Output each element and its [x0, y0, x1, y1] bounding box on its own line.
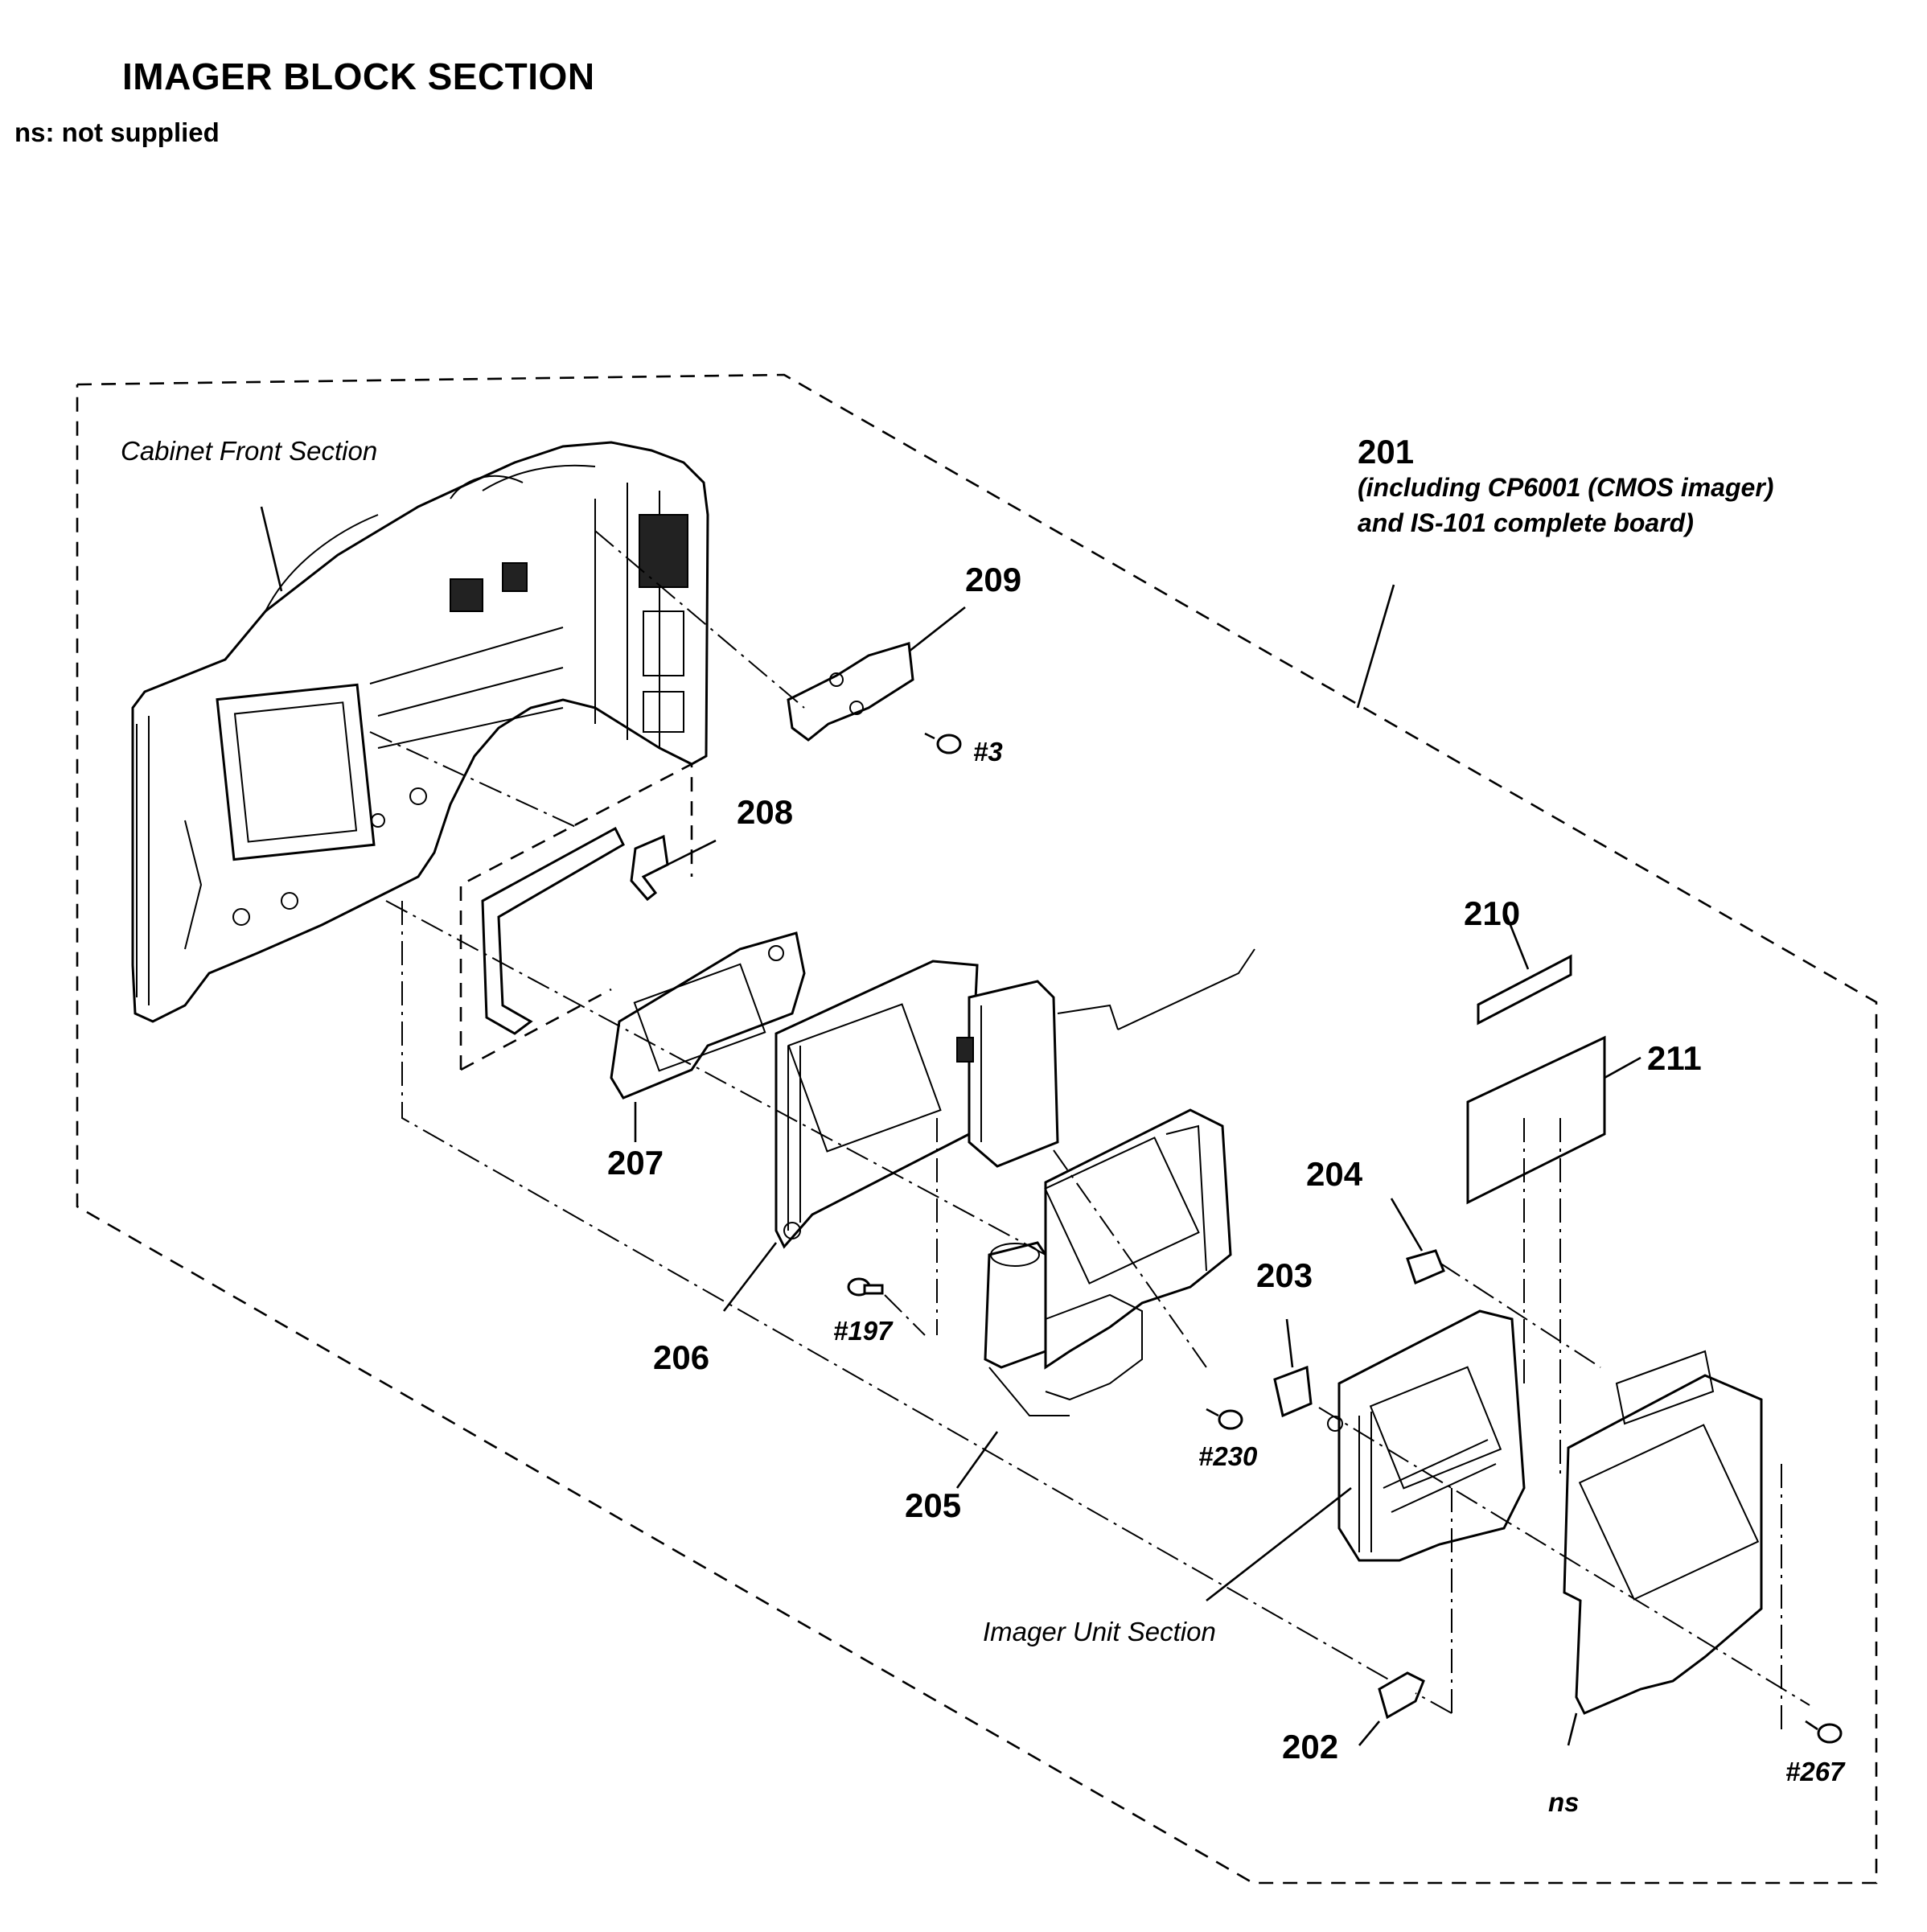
label-203: 203 [1256, 1256, 1313, 1294]
imager-unit-section-label: Imager Unit Section [983, 1617, 1216, 1646]
label-201: 201 [1358, 433, 1415, 471]
assembly-201-boundary [76, 373, 1878, 1885]
note-201-line2: and IS-101 complete board) [1358, 508, 1694, 537]
label-204: 204 [1306, 1155, 1363, 1193]
label-screw-267: #267 [1785, 1757, 1845, 1786]
part-203-small-board [1273, 1365, 1313, 1418]
label-screw-230: #230 [1198, 1441, 1258, 1471]
label-202: 202 [1282, 1728, 1339, 1766]
part-206-frame [774, 960, 979, 1249]
part-208-gasket [481, 826, 625, 1035]
part-205-actuator [956, 948, 1255, 1416]
part-207-plate [610, 931, 806, 1100]
screw-230 [1206, 1408, 1243, 1430]
label-208: 208 [737, 793, 794, 831]
cabinet-front-section-label: Cabinet Front Section [121, 436, 378, 466]
label-211: 211 [1647, 1039, 1702, 1077]
label-205: 205 [905, 1486, 962, 1524]
screw-3 [924, 732, 962, 754]
part-211-plate [1466, 1035, 1606, 1205]
part-202-small-plate [1378, 1671, 1425, 1720]
label-screw-197: #197 [833, 1316, 893, 1346]
part-ns-rear-plate [1563, 1374, 1763, 1715]
screw-267 [1805, 1720, 1843, 1744]
imager-unit-housing [1327, 1309, 1526, 1562]
part-204-small-part [1406, 1249, 1445, 1285]
label-not-supplied-part: ns [1548, 1787, 1580, 1817]
note-201-line1: (including CP6001 (CMOS imager) [1358, 473, 1774, 502]
legend-not-supplied: ns: not supplied [14, 117, 220, 147]
page-title: IMAGER BLOCK SECTION [122, 55, 595, 97]
label-210: 210 [1464, 894, 1521, 932]
cabinet-front-assembly [131, 441, 709, 1023]
label-206: 206 [653, 1338, 710, 1376]
label-screw-3: #3 [973, 737, 1003, 767]
part-210-sheet [1477, 954, 1572, 1026]
screw-197 [847, 1277, 884, 1297]
part-209-bracket [787, 642, 914, 742]
label-207: 207 [607, 1144, 664, 1182]
label-209: 209 [965, 561, 1022, 598]
